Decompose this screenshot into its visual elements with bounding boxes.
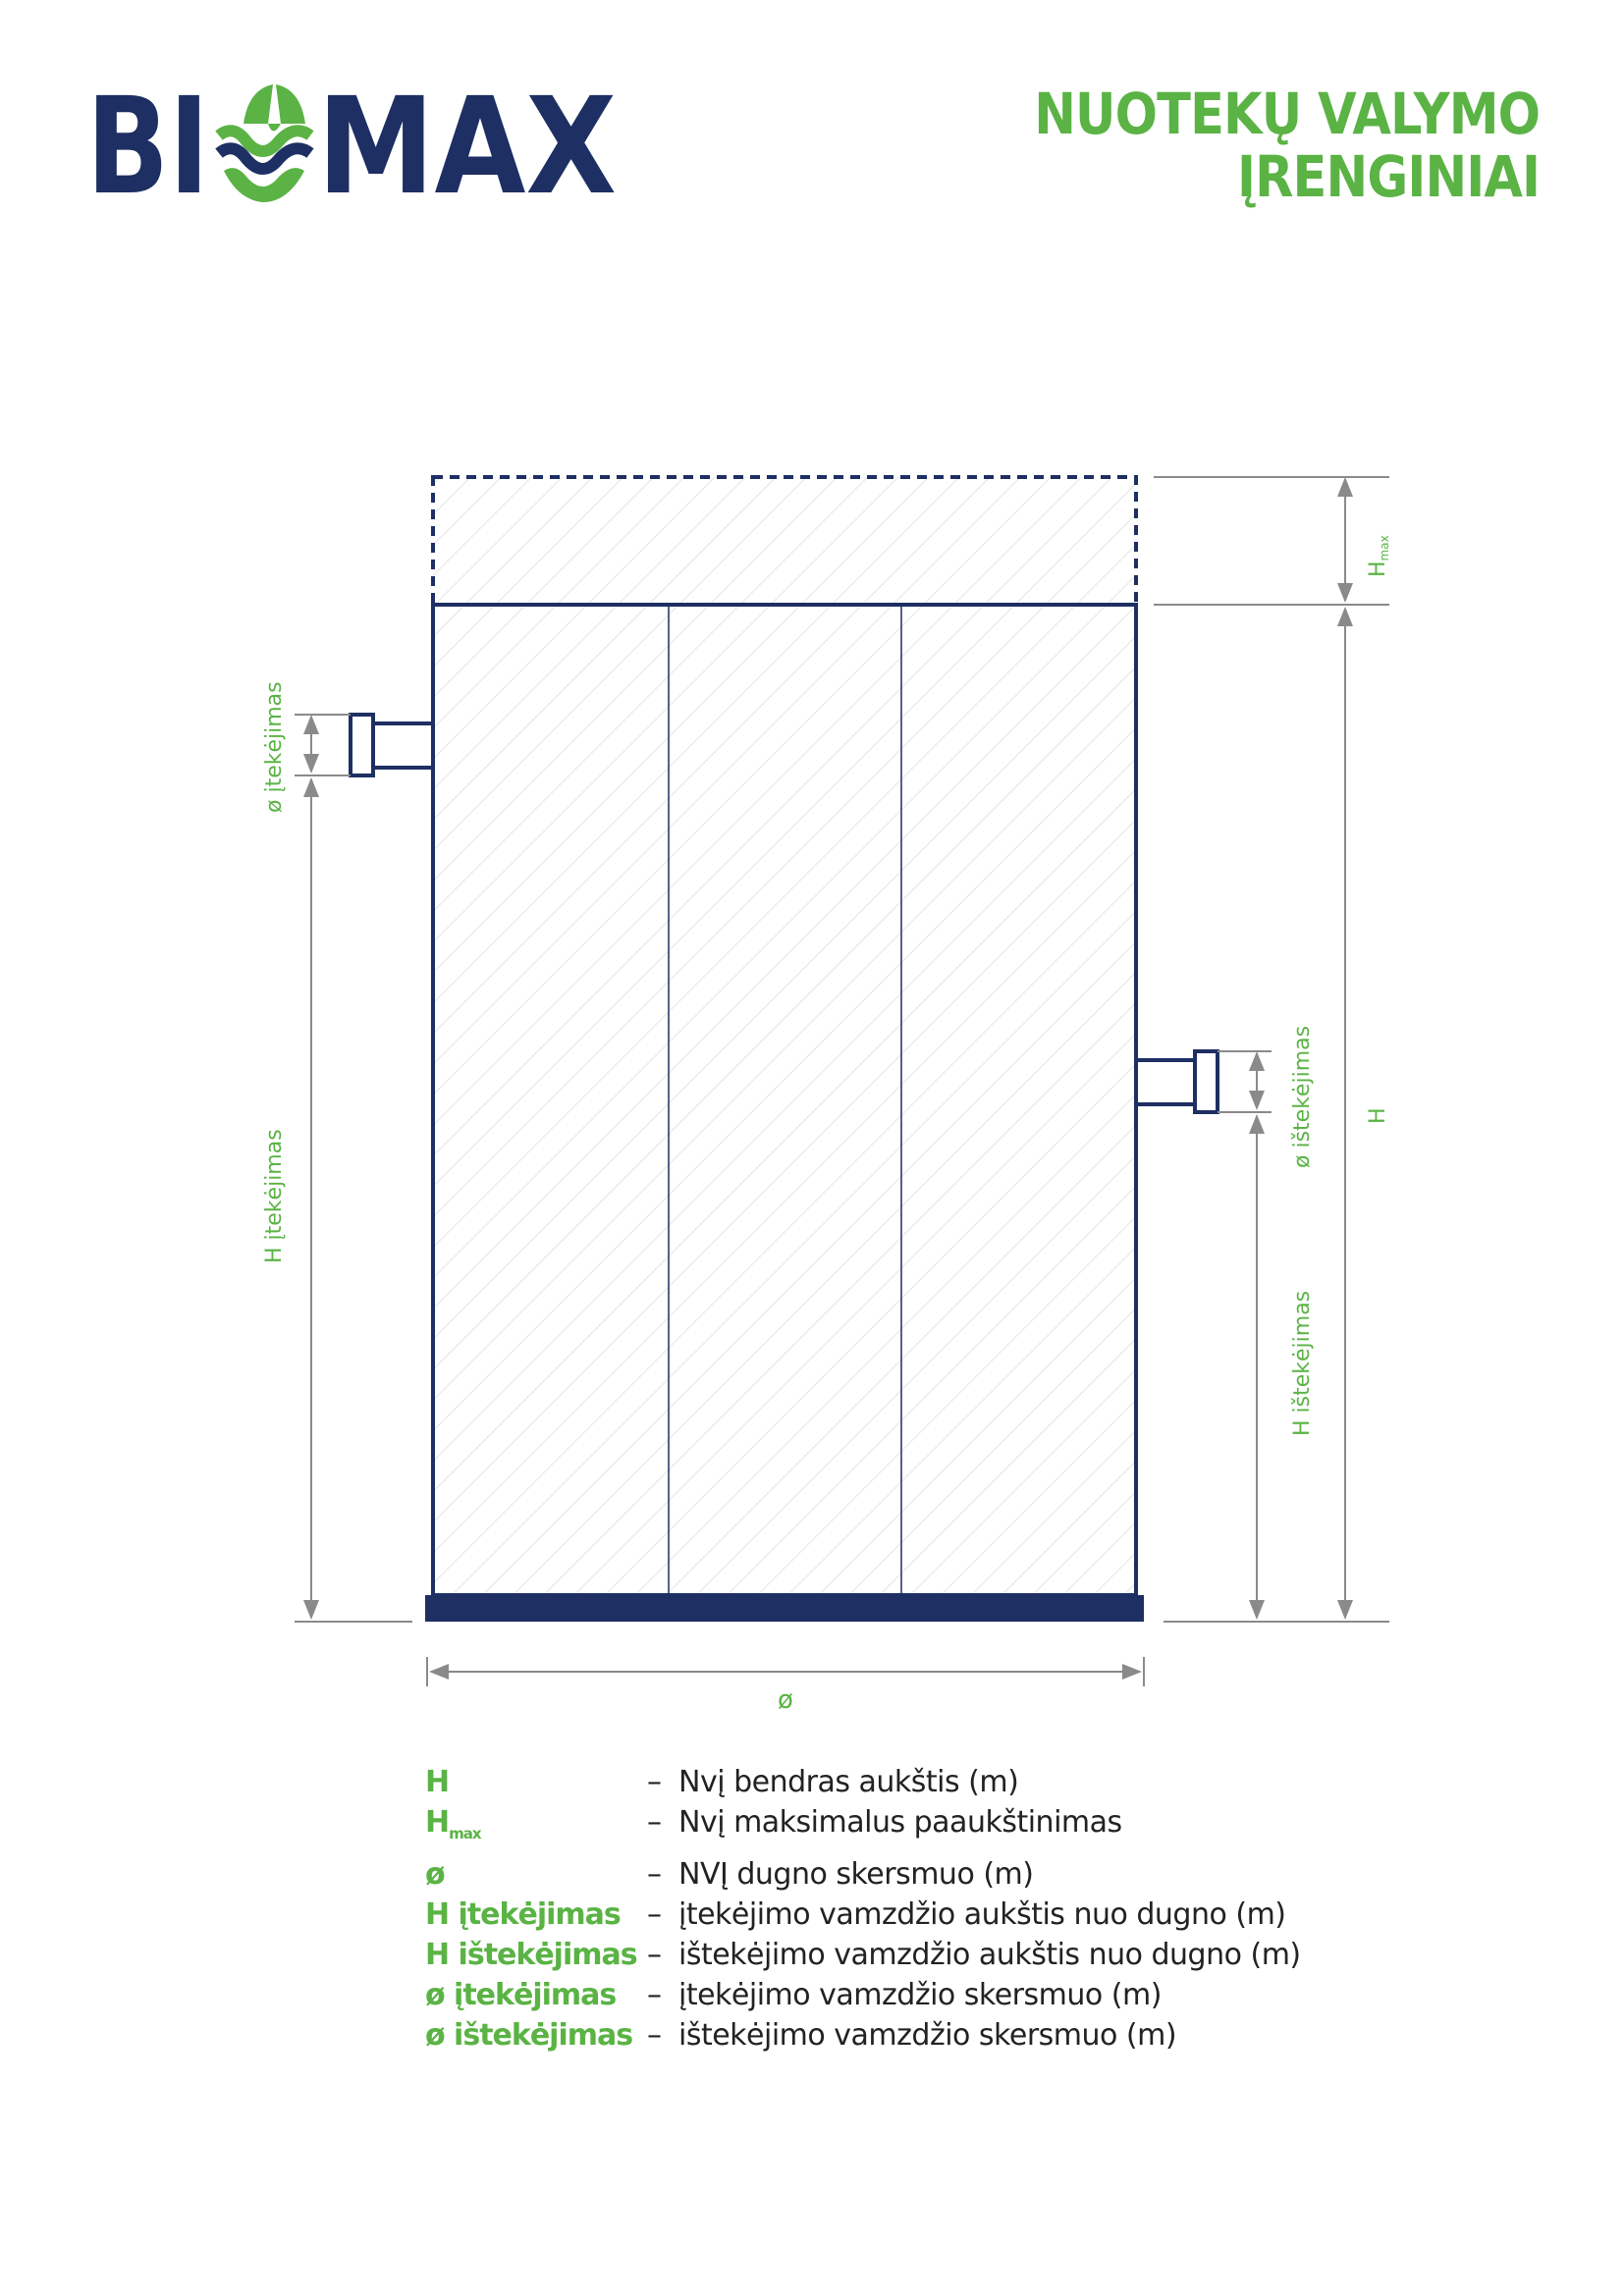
label-h-outlet: H ištekėjimas xyxy=(1290,1291,1315,1436)
legend: H–Nvį bendras aukštis (m) Hmax–Nvį maksi… xyxy=(425,1762,1301,2056)
legend-dash: – xyxy=(647,1857,662,1892)
legend-row: H ištekėjimas–ištekėjimo vamzdžio aukšti… xyxy=(425,1935,1301,1975)
legend-key-sub: max xyxy=(449,1825,481,1842)
legend-row: ø ištekėjimas–ištekėjimo vamzdžio skersm… xyxy=(425,2015,1301,2056)
tank-diagram: Hmax H ø ištekėjimas H ištekėjimas ø įte… xyxy=(262,475,1391,1715)
title-line-2: ĮRENGINIAI xyxy=(1236,143,1541,210)
tank-body xyxy=(425,603,1144,1622)
svg-text:BI: BI xyxy=(86,84,209,202)
legend-dash: – xyxy=(647,1978,662,2012)
water-drop-icon xyxy=(215,84,314,202)
label-hmax: Hmax xyxy=(1366,535,1391,577)
legend-desc: įtekėjimo vamzdžio aukštis nuo dugno (m) xyxy=(678,1897,1286,1932)
legend-row: Hmax–Nvį maksimalus paaukštinimas xyxy=(425,1802,1301,1854)
legend-row: ø įtekėjimas–įtekėjimo vamzdžio skersmuo… xyxy=(425,1975,1301,2015)
legend-desc: Nvį bendras aukštis (m) xyxy=(678,1765,1019,1799)
label-d-inlet: ø įtekėjimas xyxy=(262,681,287,813)
tank-base xyxy=(425,1595,1144,1622)
legend-key: H xyxy=(425,1765,450,1799)
legend-desc: ištekėjimo vamzdžio skersmuo (m) xyxy=(678,2018,1177,2053)
legend-key: ø xyxy=(425,1857,446,1892)
legend-dash: – xyxy=(647,1897,662,1932)
legend-desc: įtekėjimo vamzdžio skersmuo (m) xyxy=(678,1978,1162,2012)
legend-row: H įtekėjimas–įtekėjimo vamzdžio aukštis … xyxy=(425,1895,1301,1935)
legend-key: H įtekėjimas xyxy=(425,1897,622,1932)
legend-row: H –Nvį bendras aukštis (m) xyxy=(425,1762,1301,1802)
legend-dash: – xyxy=(647,1765,662,1799)
dimension-lines xyxy=(295,476,1389,1686)
label-h-inlet: H įtekėjimas xyxy=(262,1129,287,1263)
legend-key: Hmax xyxy=(425,1802,647,1854)
label-diameter: ø xyxy=(778,1685,793,1715)
legend-dash: – xyxy=(647,1805,662,1840)
legend-key: H ištekėjimas xyxy=(425,1938,638,1972)
legend-key-main: H xyxy=(425,1805,450,1840)
legend-key: ø ištekėjimas xyxy=(425,2018,633,2053)
outlet-pipe xyxy=(1134,1049,1219,1114)
label-h: H xyxy=(1366,1107,1390,1124)
legend-desc: ištekėjimo vamzdžio aukštis nuo dugno (m… xyxy=(678,1938,1301,1972)
legend-dash: – xyxy=(647,2018,662,2053)
legend-desc: Nvį maksimalus paaukštinimas xyxy=(678,1805,1122,1840)
title-line-1: NUOTEKŲ VALYMO xyxy=(1034,80,1541,147)
legend-desc: NVĮ dugno skersmuo (m) xyxy=(678,1857,1034,1892)
legend-dash: – xyxy=(647,1938,662,1972)
svg-text:MAX: MAX xyxy=(317,84,617,202)
tank-extension xyxy=(431,475,1138,607)
inlet-pipe xyxy=(349,713,435,777)
legend-key: ø įtekėjimas xyxy=(425,1978,617,2012)
biomax-logo: BI MAX xyxy=(86,84,617,202)
label-d-outlet: ø ištekėjimas xyxy=(1290,1026,1315,1168)
legend-row: ø –NVĮ dugno skersmuo (m) xyxy=(425,1854,1301,1895)
page-title: NUOTEKŲ VALYMO ĮRENGINIAI xyxy=(1034,80,1541,210)
